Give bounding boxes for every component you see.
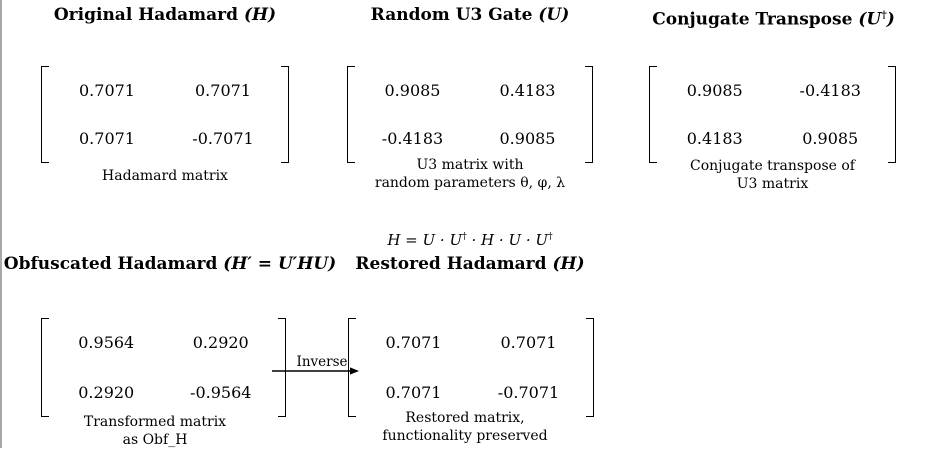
matrix-original-hadamard: 0.7071 0.7071 0.7071 -0.7071: [41, 66, 289, 163]
matrix-obfuscated-hadamard: 0.9564 0.2920 0.2920 -0.9564: [41, 318, 286, 417]
left-bracket: [41, 318, 49, 417]
title-conjugate-transpose: Conjugate Transpose (U†): [652, 9, 895, 30]
right-bracket: [278, 318, 286, 417]
matrix-cell: 0.7071: [500, 333, 557, 353]
matrix-cell: -0.9564: [190, 382, 252, 402]
caption-line: as Obf_H: [122, 432, 188, 448]
matrix-cell: -0.7071: [497, 382, 560, 402]
matrix-cell: 0.2920: [192, 333, 249, 353]
matrix-cell: 0.4183: [686, 129, 743, 149]
matrix-cell: 0.9564: [78, 333, 135, 353]
matrix-cells: 0.7071 0.7071 0.7071 -0.7071: [356, 318, 586, 417]
caption-obfuscated-hadamard: Transformed matrix as Obf_H: [31, 413, 279, 449]
matrix-cell: 0.9085: [686, 80, 743, 100]
caption-line: random parameters θ, φ, λ: [374, 175, 566, 191]
left-bracket: [347, 66, 355, 163]
caption-line: Transformed matrix: [83, 414, 227, 430]
caption-line: Conjugate transpose of: [690, 158, 855, 174]
caption-line: functionality preserved: [382, 428, 548, 444]
matrix-cell: 0.7071: [195, 80, 251, 100]
matrix-cell: -0.4183: [381, 129, 444, 149]
caption-line: U3 matrix: [736, 176, 809, 192]
caption-line: Restored matrix,: [405, 410, 525, 426]
matrix-cell: 0.7071: [385, 382, 442, 402]
inverse-arrow-head: [350, 367, 359, 375]
matrix-cell: 0.7071: [79, 80, 135, 100]
caption-restored-hadamard: Restored matrix, functionality preserved: [340, 409, 590, 445]
matrix-cell: 0.7071: [79, 129, 135, 149]
inverse-arrow-label: Inverse: [296, 354, 347, 370]
title-original-hadamard: Original Hadamard (H): [53, 5, 277, 25]
caption-random-u3: U3 matrix with random parameters θ, φ, λ: [347, 156, 593, 192]
left-bracket: [41, 66, 49, 163]
matrix-restored-hadamard: 0.7071 0.7071 0.7071 -0.7071: [348, 318, 594, 417]
right-bracket: [281, 66, 289, 163]
matrix-cells: 0.9085 -0.4183 0.4183 0.9085: [657, 66, 888, 163]
caption-line: U3 matrix with: [416, 157, 524, 173]
right-bracket: [888, 66, 896, 163]
title-restored-hadamard: Restored Hadamard (H): [355, 254, 585, 274]
caption-conjugate-transpose: Conjugate transpose of U3 matrix: [649, 157, 896, 193]
identity-equation: H = U · U† · H · U · U†: [387, 231, 553, 249]
left-bracket: [649, 66, 657, 163]
matrix-cell: -0.4183: [799, 80, 861, 100]
matrix-conjugate-transpose: 0.9085 -0.4183 0.4183 0.9085: [649, 66, 896, 163]
matrix-cells: 0.9564 0.2920 0.2920 -0.9564: [49, 318, 278, 417]
matrix-cell: 0.7071: [385, 333, 442, 353]
caption-line: Hadamard matrix: [102, 168, 228, 184]
matrix-cell: 0.9085: [499, 129, 556, 149]
matrix-random-u3: 0.9085 0.4183 -0.4183 0.9085: [347, 66, 593, 163]
right-bracket: [586, 318, 594, 417]
inverse-arrow: Inverse: [272, 354, 359, 375]
matrix-cell: 0.9085: [384, 80, 441, 100]
left-bracket: [348, 318, 356, 417]
matrix-cell: 0.4183: [499, 80, 556, 100]
matrix-cells: 0.7071 0.7071 0.7071 -0.7071: [49, 66, 281, 163]
matrix-cells: 0.9085 0.4183 -0.4183 0.9085: [355, 66, 585, 163]
matrix-cell: 0.2920: [78, 382, 135, 402]
caption-original-hadamard: Hadamard matrix: [41, 167, 289, 185]
right-bracket: [585, 66, 593, 163]
matrix-cell: -0.7071: [192, 129, 254, 149]
matrix-cell: 0.9085: [802, 129, 859, 149]
title-random-u3-gate: Random U3 Gate (U): [370, 5, 570, 25]
figure-left-border: [0, 0, 2, 448]
title-obfuscated-hadamard: Obfuscated Hadamard (H′ = U′HU): [3, 254, 337, 274]
